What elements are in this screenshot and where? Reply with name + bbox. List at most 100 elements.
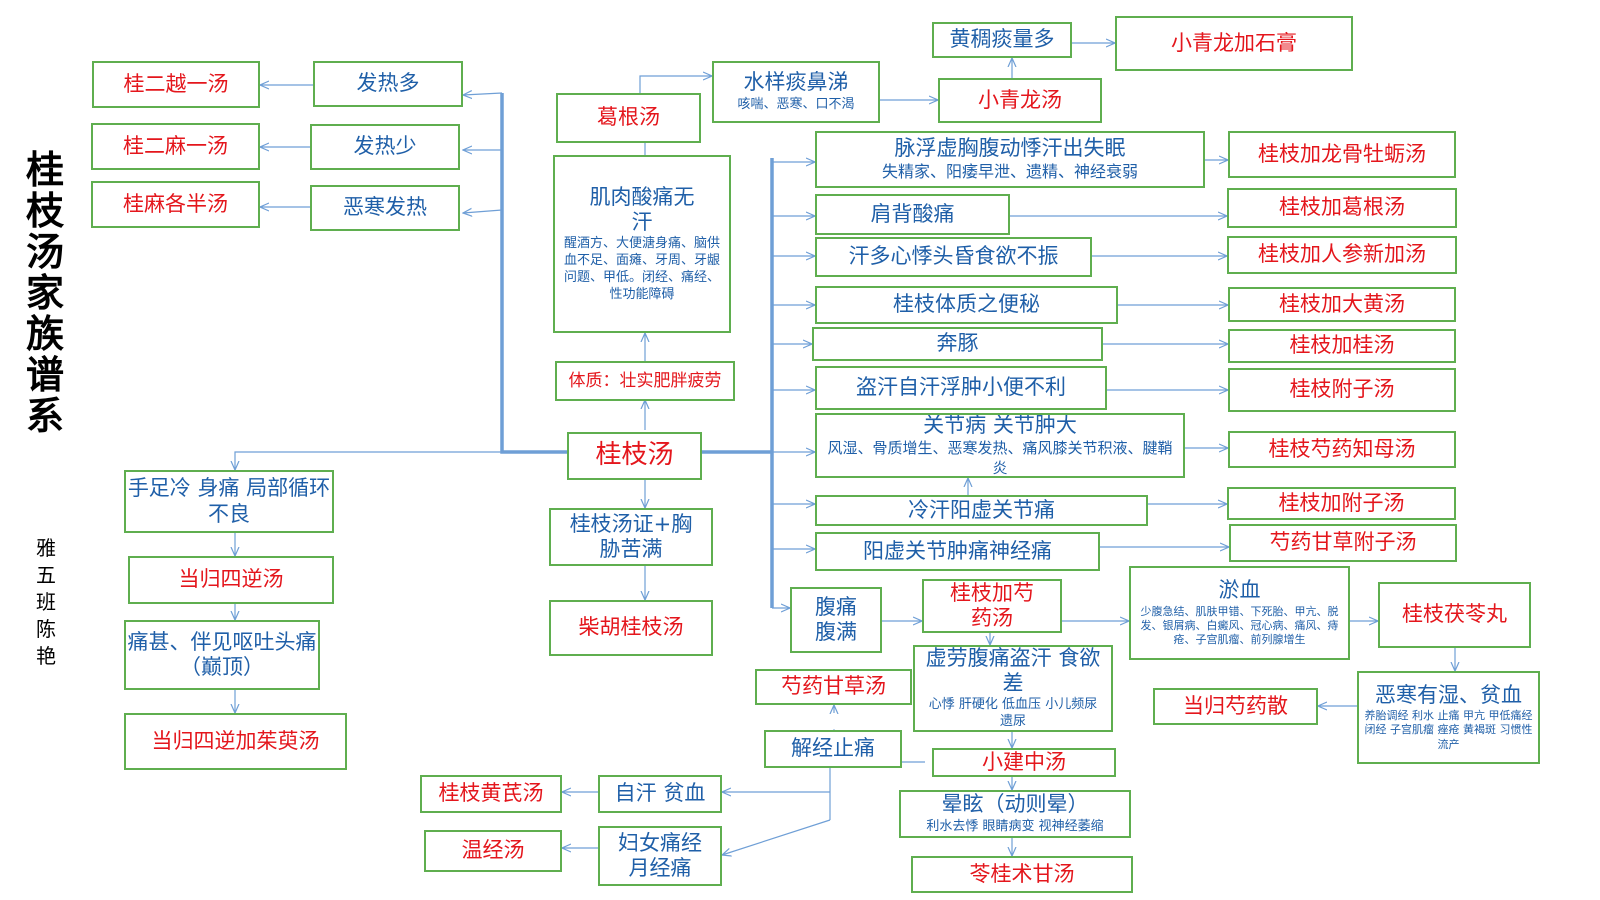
node-shaoyao-gancao-tang: 芍药甘草汤 [755,669,912,705]
node-xuanyun: 晕眩（动则晕） 利水去悸 眼睛病变 视神经萎缩 [899,790,1131,838]
node-gz-renshen: 桂枝加人参新加汤 [1227,236,1457,274]
node-label: 芍药甘草附子汤 [1269,530,1417,555]
node-xulao-futong: 虚劳腹痛盗汗 食欲差 心悸 肝硬化 低血压 小儿频尿遗尿 [913,645,1113,732]
node-label: 妇女痛经月经痛 [618,830,702,880]
author-credit: 雅五班 陈艳 [36,536,56,668]
node-label: 当归四逆加茱萸汤 [151,728,320,753]
node-label: 晕眩（动则晕） [941,792,1089,817]
node-funv-tongjing: 妇女痛经月经痛 [598,826,722,886]
node-label: 肩背酸痛 [870,201,955,226]
node-label: 肌肉酸痛无汗 [589,184,695,234]
node-label: 桂枝加大黄汤 [1279,291,1405,316]
node-label: 桂枝加芍药汤 [950,580,1034,630]
node-label: 虚劳腹痛盗汗 食欲差 [925,645,1101,696]
node-huangchou-tan: 黄稠痰量多 [932,22,1072,58]
node-label: 桂枝加葛根汤 [1279,195,1405,220]
node-gz-bianmi: 桂枝体质之便秘 [815,286,1118,324]
node-gz-dahuang: 桂枝加大黄汤 [1228,287,1456,322]
node-label: 当归芍药散 [1183,693,1288,718]
node-label: 手足冷 身痛 局部循环不良 [127,476,331,526]
node-tongshen: 痛甚、伴见呕吐头痛（巅顶） [124,620,320,690]
node-gz-jia-fuzi: 桂枝加附子汤 [1227,487,1456,520]
node-label: 阳虚关节肿痛神经痛 [863,538,1052,563]
node-ling-gui-zhu-gan-tang: 苓桂术甘汤 [911,856,1133,893]
node-label: 温经汤 [461,838,525,863]
node-label: 柴胡桂枝汤 [578,615,684,640]
node-bentun: 奔豚 [812,327,1103,361]
node-sublabel: 少腹急结、肌肤甲错、下死胎、甲亢、脱发、银屑病、白癜风、冠心病、痛风、痔疮、子宫… [1140,604,1339,647]
node-label: 小青龙汤 [978,87,1062,112]
node-label: 苓桂术甘汤 [969,861,1075,886]
node-sublabel: 养胎调经 利水 止痛 甲亢 甲低痛经 闭经 子宫肌瘤 痤疮 黄褐斑 习惯性流产 [1364,709,1533,751]
node-wenjing-tang: 温经汤 [424,830,562,872]
node-gz-fuzi: 桂枝附子汤 [1228,368,1456,412]
node-fare-duo: 发热多 [313,61,463,107]
node-xiongxie-kuman: 桂枝汤证+胸胁苦满 [549,508,713,566]
node-tizhi: 体质：壮实肥胖疲劳 [555,361,735,401]
node-gui-er-ma-yi-tang: 桂二麻一汤 [91,123,260,170]
node-label: 盗汗自汗浮肿小便不利 [856,375,1066,400]
node-label: 桂枝汤 [595,440,674,471]
node-sublabel: 醒酒方、大便溏身痛、脑供血不足、面瘫、牙周、牙龈问题、甲低。闭经、痛经、性功能障… [563,235,720,302]
node-label: 桂枝茯苓丸 [1402,602,1507,627]
node-maifu-xu: 脉浮虚胸腹动悸汗出失眠 失精家、阳痿早泄、遗精、神经衰弱 [815,131,1205,188]
node-label: 解经止痛 [791,736,875,761]
node-chaihu-guizhi-tang: 柴胡桂枝汤 [549,600,713,656]
node-yuxue: 淤血 少腹急结、肌肤甲错、下死胎、甲亢、脱发、银屑病、白癜风、冠心病、痛风、痔疮… [1129,566,1350,660]
node-label: 桂枝加龙骨牡蛎汤 [1258,141,1426,166]
node-label: 痛甚、伴见呕吐头痛（巅顶） [127,629,317,679]
node-label: 葛根汤 [597,105,660,130]
node-guanjie-bing: 关节病 关节肿大 风湿、骨质增生、恶寒发热、痛风膝关节积液、腱鞘炎 [815,413,1185,478]
node-xiaoqinglong-shigao: 小青龙加石膏 [1115,16,1353,71]
node-label: 小建中汤 [982,749,1066,774]
node-label: 黄稠痰量多 [949,27,1055,52]
node-sublabel: 失精家、阳痿早泄、遗精、神经衰弱 [881,162,1138,182]
node-label: 桂枝黄芪汤 [438,781,544,806]
node-label: 自汗 贫血 [614,781,706,806]
node-gz-longgu-muli: 桂枝加龙骨牡蛎汤 [1228,131,1456,178]
node-sublabel: 利水去悸 眼睛病变 视神经萎缩 [926,818,1104,834]
node-danggui-sini-wuzhuyu: 当归四逆加茱萸汤 [124,713,347,770]
node-sublabel: 风湿、骨质增生、恶寒发热、痛风膝关节积液、腱鞘炎 [827,439,1173,477]
node-label: 发热多 [356,71,420,96]
node-shaoyao-gancao-fuzi: 芍药甘草附子汤 [1229,524,1457,562]
node-shouzu-leng: 手足冷 身痛 局部循环不良 [124,470,334,533]
node-xiaoqinglong-tang: 小青龙汤 [938,78,1102,123]
node-guizhi-tang: 桂枝汤 [567,432,702,480]
node-label: 恶寒有湿、贫血 [1375,682,1522,707]
node-label: 脉浮虚胸腹动悸汗出失眠 [894,136,1126,160]
node-lenghan-yangxu: 冷汗阳虚关节痛 [815,495,1148,526]
node-gz-jiagui: 桂枝加桂汤 [1228,329,1456,363]
node-jiejing-zhitong: 解经止痛 [764,730,902,768]
node-handuo-xinji: 汗多心悸头昏食欲不振 [815,237,1092,277]
diagram-title: 桂枝汤家族谱系 [25,148,64,439]
node-wuhan-youshi: 恶寒有湿、贫血 养胎调经 利水 止痛 甲亢 甲低痛经 闭经 子宫肌瘤 痤疮 黄褐… [1357,671,1540,764]
node-xiaojianzhong-tang: 小建中汤 [932,748,1116,777]
node-gui-ma-ge-ban-tang: 桂麻各半汤 [91,181,260,228]
node-sublabel: 心悸 肝硬化 低血压 小儿频尿遗尿 [928,697,1098,730]
node-label: 汗多心悸头昏食欲不振 [848,244,1059,269]
node-gui-er-yue-yi-tang: 桂二越一汤 [92,61,260,108]
node-gz-fuling-wan: 桂枝茯苓丸 [1378,582,1531,648]
node-label: 桂麻各半汤 [123,191,228,216]
node-label: 桂枝加人参新加汤 [1258,242,1426,267]
node-label: 关节病 关节肿大 [923,413,1077,437]
node-label: 当归四逆汤 [178,567,284,592]
node-label: 奔豚 [936,331,979,356]
node-label: 桂枝加桂汤 [1289,333,1395,358]
node-ge-gen-tang: 葛根汤 [556,93,701,143]
node-yangxu-guanjie: 阳虚关节肿痛神经痛 [815,532,1100,571]
node-label: 桂二越一汤 [123,71,229,96]
node-label: 桂枝附子汤 [1289,377,1395,402]
node-label: 腹痛腹满 [815,594,857,644]
node-label: 桂枝加附子汤 [1278,490,1405,515]
node-jirou-suantong: 肌肉酸痛无汗 醒酒方、大便溏身痛、脑供血不足、面瘫、牙周、牙龈问题、甲低。闭经、… [553,155,731,333]
node-label: 恶寒发热 [343,195,427,220]
node-label: 淤血 [1218,578,1261,603]
node-wuhan-fare: 恶寒发热 [310,185,460,231]
node-label: 桂枝芍药知母汤 [1268,436,1416,461]
node-label: 桂枝体质之便秘 [893,292,1040,317]
node-sublabel: 咳喘、恶寒、口不渴 [737,96,855,112]
node-label: 桂枝汤证+胸胁苦满 [569,511,693,561]
